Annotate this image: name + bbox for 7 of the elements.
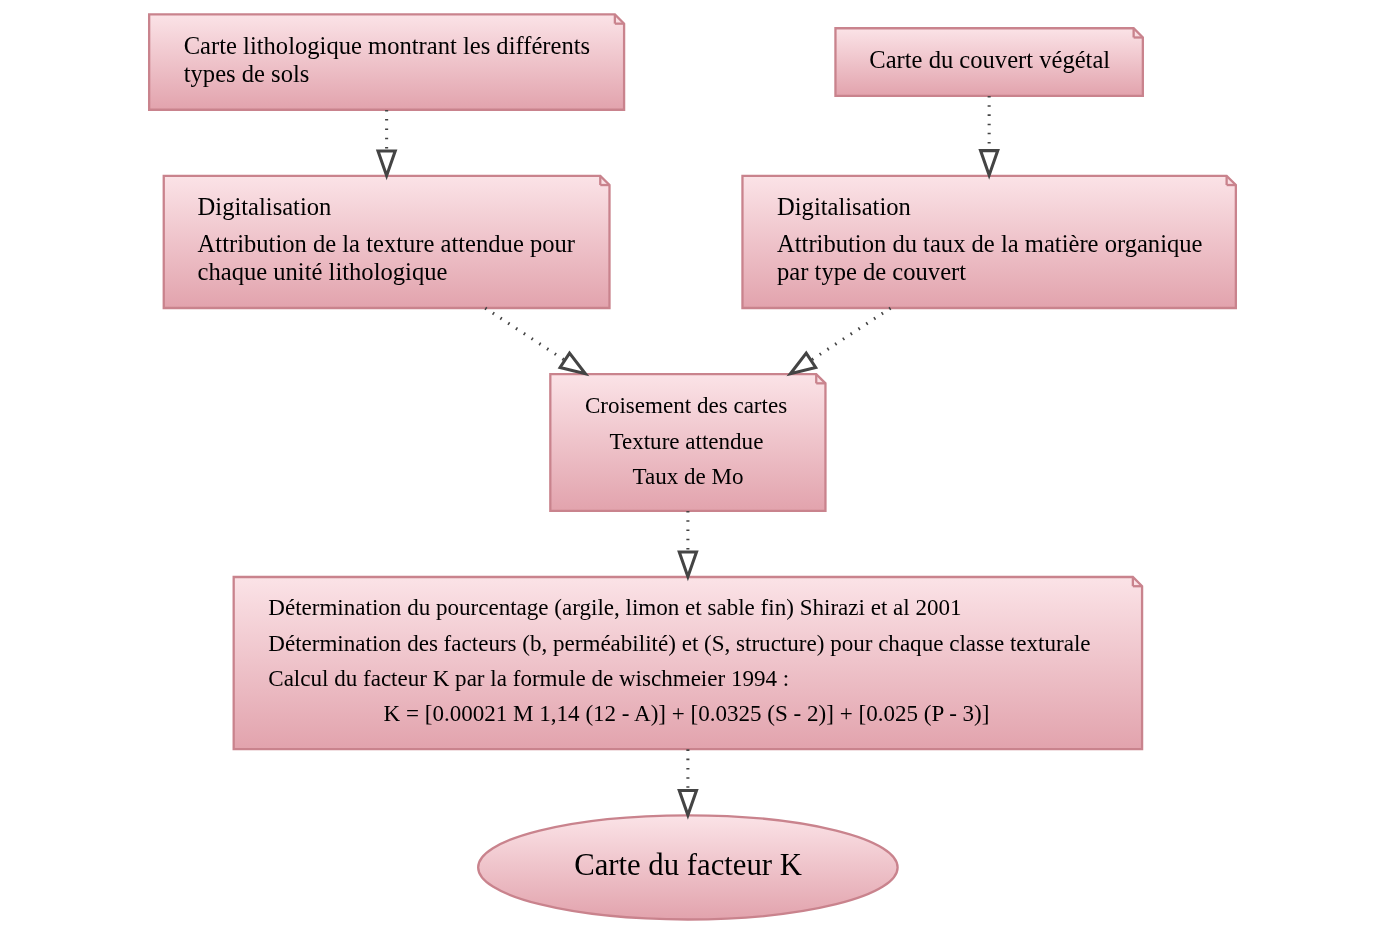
arrow: [676, 511, 699, 582]
arrow: [375, 110, 397, 181]
node-ellipse: Carte du facteur K: [476, 814, 899, 921]
arrow: [483, 306, 589, 377]
arrow: [676, 749, 699, 820]
arrow: [977, 96, 1000, 180]
arrow: [786, 306, 891, 377]
